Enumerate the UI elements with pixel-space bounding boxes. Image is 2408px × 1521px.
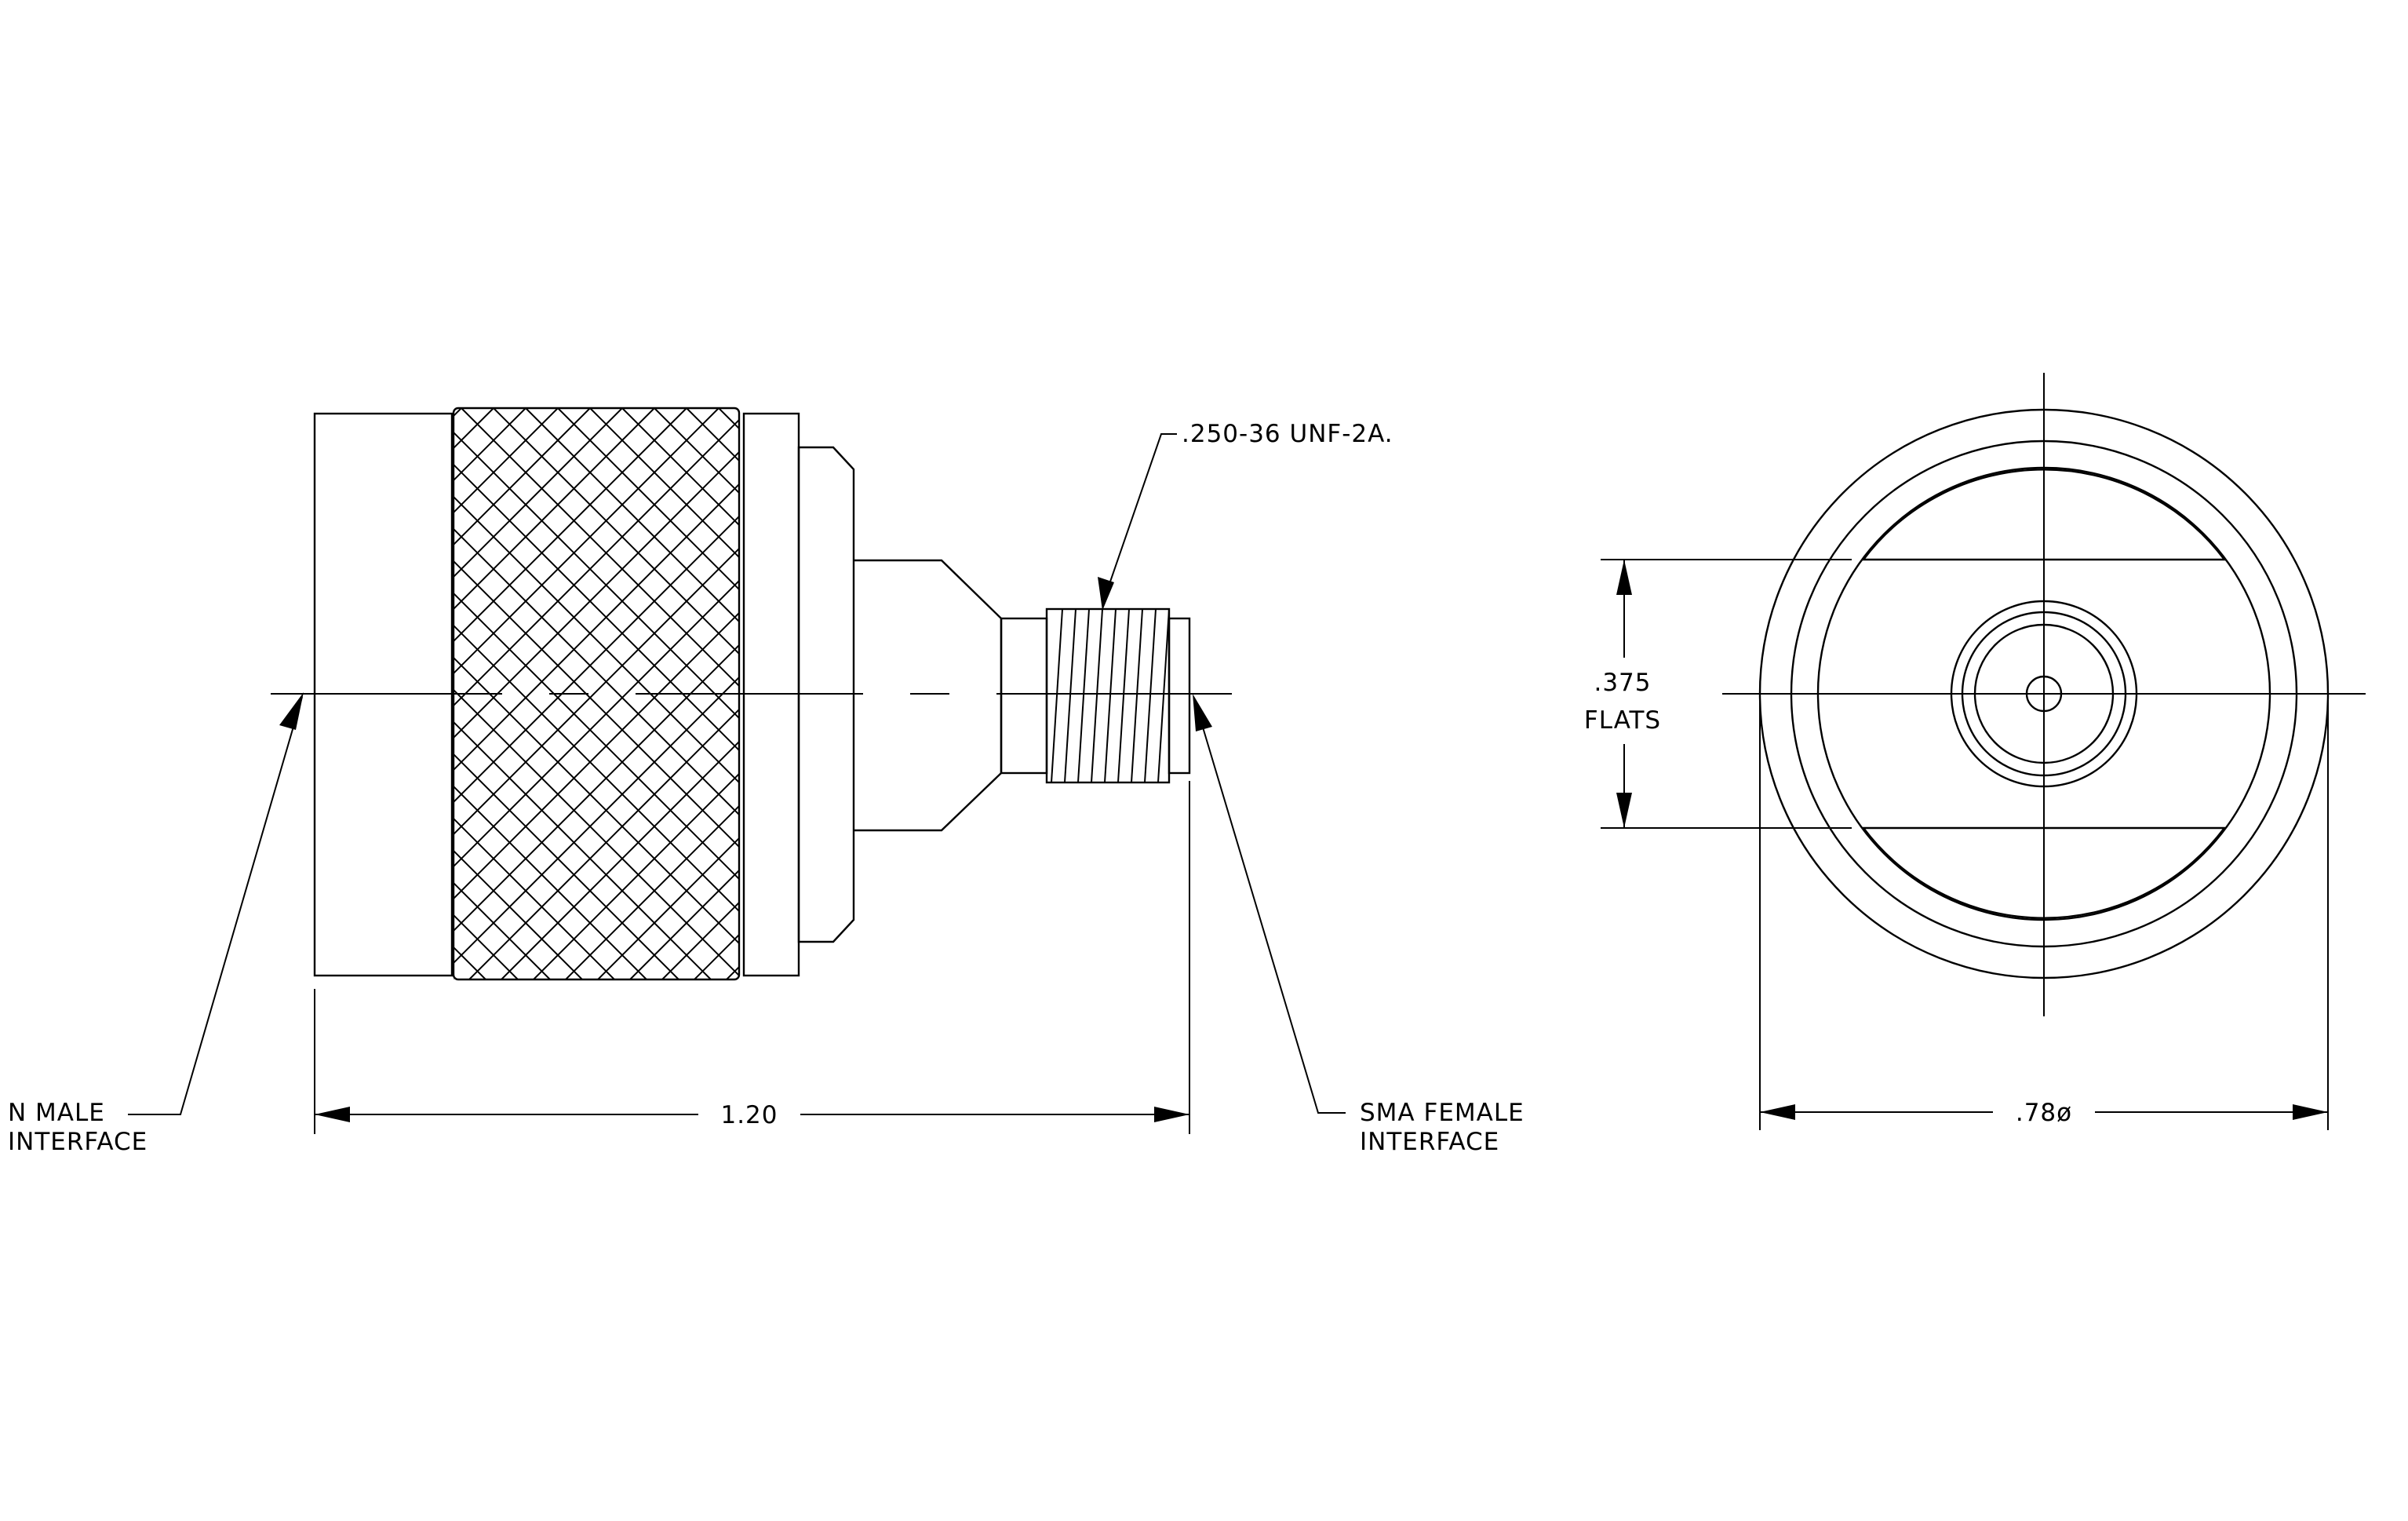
flats-dimension	[1601, 559, 1852, 829]
sma-mid-ring	[1961, 611, 2127, 777]
sma-female-label-line2: INTERFACE	[1360, 1128, 1499, 1156]
knurl-line	[468, 708, 739, 979]
center-pin	[2025, 675, 2063, 713]
n-male-label-line1: N MALE	[8, 1099, 105, 1127]
sma-female-label-line1: SMA FEMALE	[1360, 1099, 1525, 1127]
knurl-line	[454, 483, 739, 771]
taper-body	[854, 559, 1003, 832]
thread-line	[1131, 608, 1143, 783]
thread-leader	[1098, 433, 1177, 611]
knurl-line	[493, 408, 739, 655]
knurl-line	[0, 408, 172, 979]
knurl-line	[454, 817, 615, 979]
knurl-line	[501, 740, 739, 979]
knurl-line	[454, 624, 739, 913]
knurl-line	[454, 547, 739, 836]
thread-line	[1091, 608, 1103, 783]
diameter-dimension	[1759, 698, 2329, 1130]
knurl-line	[1201, 408, 1772, 979]
length-dim-label: 1.20	[720, 1101, 778, 1129]
knurl-line	[525, 408, 739, 623]
knurl-line	[1233, 408, 1805, 979]
thread-line	[1117, 608, 1130, 783]
thread-line	[1064, 608, 1076, 783]
knurl-line	[461, 408, 739, 688]
thread-line	[1144, 608, 1157, 783]
length-dimension	[314, 781, 1190, 1134]
knurl-line	[0, 408, 75, 979]
end-view: .375 FLATS .78ø	[1584, 373, 2366, 1130]
knurl-line	[454, 408, 591, 546]
knurl-line	[454, 408, 655, 611]
knurl-line	[0, 408, 43, 979]
inner-body-circle	[1816, 466, 2271, 921]
n-male-leader	[128, 692, 304, 1115]
knurl-line	[454, 720, 712, 979]
knurl-line	[0, 408, 236, 979]
knurl-line	[454, 753, 679, 979]
flange	[797, 446, 855, 943]
knurl-line	[0, 408, 204, 979]
knurl-line	[454, 849, 583, 979]
knurl-line	[454, 579, 739, 868]
knurl-line	[0, 408, 11, 979]
knurl-line	[454, 408, 687, 643]
knurl-line	[454, 881, 551, 979]
knurl-line	[0, 408, 268, 979]
bottom-flat	[1861, 826, 2227, 919]
knurl-line	[454, 408, 559, 514]
top-flat	[1861, 469, 2227, 561]
knurl-line	[557, 408, 739, 591]
thread-spec-label: .250-36 UNF-2A.	[1182, 420, 1393, 448]
knurl-line	[454, 785, 647, 979]
side-view: .250-36 UNF-2A. N MALE INTERFACE SMA FEM…	[0, 407, 1805, 1156]
knurl-line	[0, 408, 301, 979]
thread-lines	[1051, 608, 1170, 783]
knurl-line	[629, 869, 739, 979]
flats-value-label: .375	[1594, 669, 1651, 697]
knurl-line	[0, 408, 140, 979]
knurl-line	[621, 408, 739, 527]
outer-circle	[1758, 408, 2330, 979]
knurl-line	[597, 837, 739, 979]
thread-line	[1104, 608, 1117, 783]
knurl-line	[533, 772, 739, 979]
diameter-dim-label: .78ø	[2016, 1099, 2072, 1127]
thread-line	[1051, 608, 1063, 783]
knurl-line	[565, 804, 739, 979]
sma-outer-ring	[1950, 600, 2138, 788]
knurl-line	[0, 408, 107, 979]
flats-circle	[1790, 440, 2298, 948]
sma-inner-ring	[1973, 623, 2115, 764]
thread-line	[1157, 608, 1170, 783]
thread-line	[1077, 608, 1090, 783]
n-male-label-line2: INTERFACE	[8, 1128, 148, 1156]
knurl-line	[454, 408, 623, 578]
flats-word-label: FLATS	[1584, 706, 1661, 735]
knurl-line	[454, 408, 719, 675]
sma-female-leader	[1193, 694, 1346, 1114]
knurl-line	[589, 408, 739, 559]
sma-stub	[1000, 617, 1048, 775]
knurl-line	[454, 527, 739, 816]
sma-face	[1168, 617, 1191, 775]
knurl-line	[1169, 408, 1740, 979]
